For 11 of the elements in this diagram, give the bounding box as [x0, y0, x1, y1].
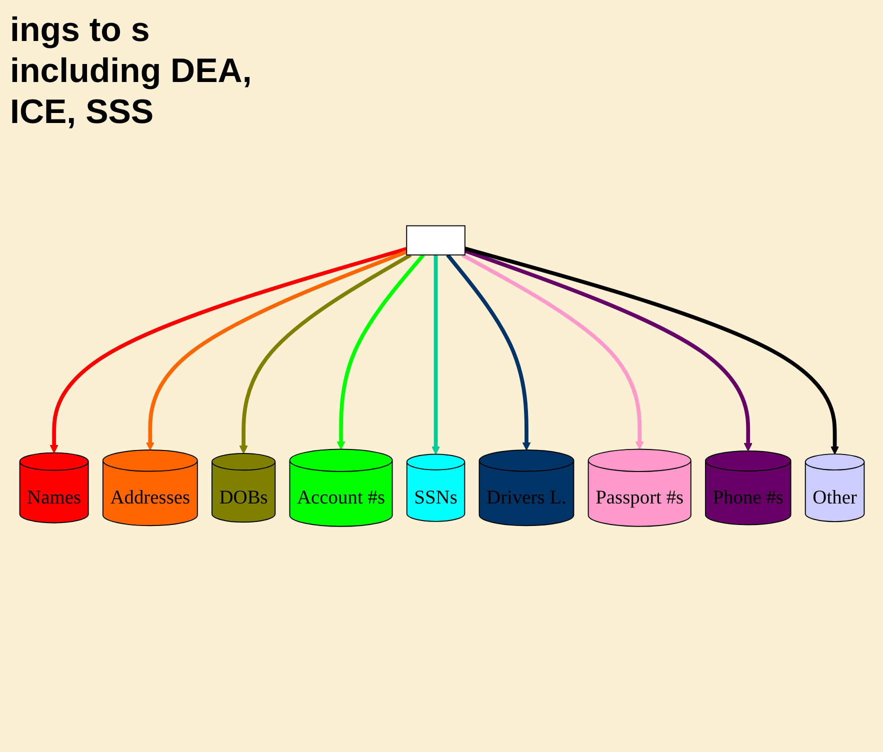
node-box [406, 225, 465, 256]
arrow [446, 254, 530, 450]
arrow [464, 246, 839, 454]
arrow [336, 254, 424, 450]
heading-text: ings to s including DEA, ICE, SSS [10, 10, 253, 132]
arrow [431, 254, 440, 455]
arrow [238, 253, 412, 454]
arrow [464, 248, 752, 452]
arrow [49, 246, 407, 454]
arrow [145, 250, 407, 450]
arrow [460, 253, 644, 450]
